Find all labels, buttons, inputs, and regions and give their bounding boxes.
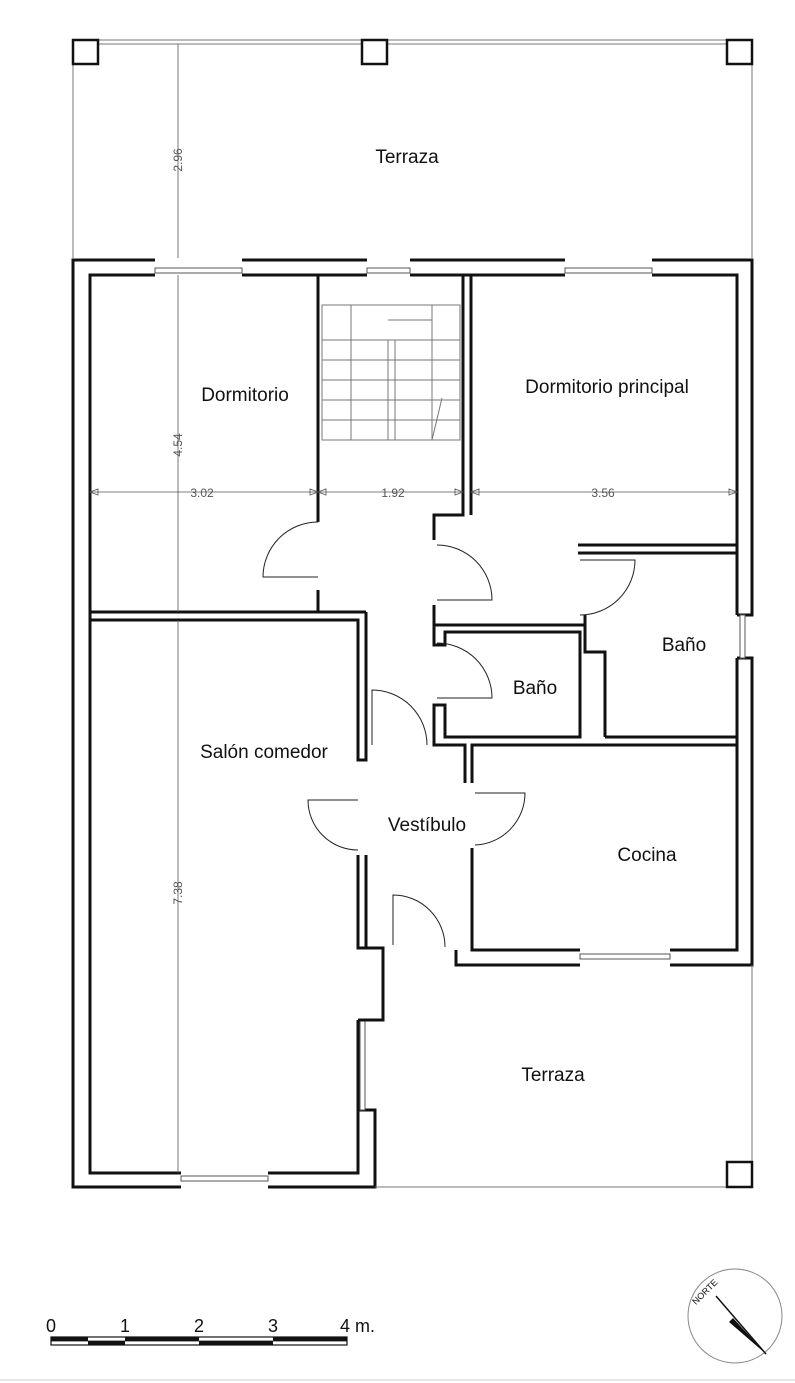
dim-salon-depth: 7.38 xyxy=(171,881,185,905)
scale-bar: 0 1 2 3 4 m. xyxy=(46,1316,375,1346)
room-label-bano-center: Baño xyxy=(513,678,557,699)
scale-label-0: 0 xyxy=(46,1316,56,1336)
dim-stair-width: 1.92 xyxy=(381,486,405,500)
scale-label-3: 3 xyxy=(268,1316,278,1336)
bottom-terrace xyxy=(375,965,754,1189)
scale-label-4: 4 m. xyxy=(340,1316,375,1336)
dim-principal-width: 3.56 xyxy=(591,486,615,500)
staircase-icon xyxy=(321,304,461,441)
top-terrace xyxy=(71,38,754,258)
dim-dormitorio-depth: 4.54 xyxy=(171,433,185,457)
room-label-bano-right: Baño xyxy=(662,635,706,656)
column xyxy=(360,38,389,66)
exterior-walls xyxy=(71,258,754,1189)
room-label-vestibulo: Vestíbulo xyxy=(388,815,466,836)
dimension-lines xyxy=(88,44,739,1173)
room-label-cocina: Cocina xyxy=(617,845,677,866)
scale-label-2: 2 xyxy=(194,1316,204,1336)
column xyxy=(725,1160,754,1189)
interior-walls xyxy=(90,275,737,1022)
room-label-dormitorio-principal: Dormitorio principal xyxy=(525,377,689,398)
column xyxy=(71,38,100,66)
doors xyxy=(262,521,636,948)
dim-dormitorio-width: 3.02 xyxy=(190,486,214,500)
scale-label-1: 1 xyxy=(120,1316,130,1336)
north-arrow-icon: NORTE xyxy=(687,1268,783,1364)
room-label-terraza-top: Terraza xyxy=(375,147,439,168)
room-label-salon-comedor: Salón comedor xyxy=(200,742,328,763)
dim-terrace-depth: 2.96 xyxy=(171,148,185,172)
room-label-terraza-bottom: Terraza xyxy=(521,1065,585,1086)
room-label-dormitorio: Dormitorio xyxy=(201,385,289,406)
column xyxy=(725,38,754,66)
